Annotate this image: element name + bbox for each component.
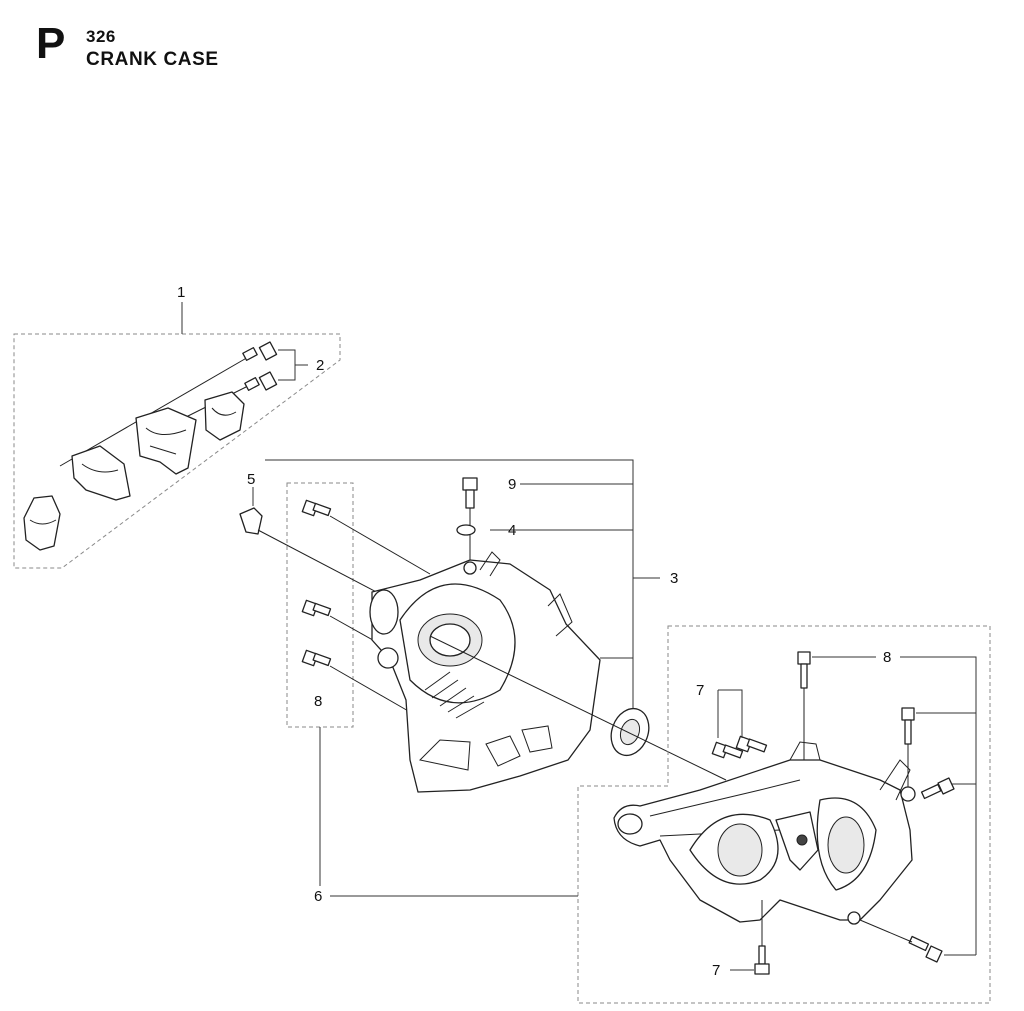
clamp-lower-half: [23, 495, 61, 551]
bolt-8-angled: [920, 777, 955, 800]
bolt-8-a: [301, 499, 431, 575]
oil-seal: [610, 707, 650, 757]
crankshaft-axis: [429, 635, 727, 781]
callout-labels: 1 2 3 4 5 6 7 7 8 8 9: [177, 284, 891, 979]
bolt-7-b: [735, 735, 768, 753]
bolt-7-bottom: [754, 900, 770, 975]
crankcase-half-group: [265, 459, 660, 710]
clamp-bracket: [135, 407, 197, 475]
callout-8-right: 8: [883, 649, 891, 666]
callout-8-left: 8: [314, 693, 322, 710]
page-number: 326: [86, 27, 116, 46]
page-title: CRANK CASE: [86, 49, 219, 70]
section-letter: P: [36, 19, 66, 68]
crankcase-right-group: [330, 625, 991, 1004]
callout-4: 4: [508, 522, 516, 539]
callout-7-bottom: 7: [712, 962, 720, 979]
callout-1: 1: [177, 284, 185, 301]
callout-5: 5: [247, 471, 255, 488]
bolt-8-right: [901, 707, 915, 790]
callout-2: 2: [316, 357, 324, 374]
crankcase-right-half: [613, 741, 916, 925]
spring-part-4: [456, 524, 476, 536]
callout-7-top: 7: [696, 682, 704, 699]
callout-3: 3: [670, 570, 678, 587]
bolt-8-c: [301, 649, 411, 713]
bolt-group-left: [286, 482, 431, 886]
bolt-part-2-upper: [59, 341, 278, 467]
clamp-assembly-group: [13, 302, 341, 569]
callout-9: 9: [508, 476, 516, 493]
group-1-outline: [13, 333, 341, 569]
crankcase-left-half: [369, 551, 601, 793]
callout-6: 6: [314, 888, 322, 905]
clamp-upper-half: [204, 391, 245, 441]
bolt-8-bottom: [859, 919, 943, 963]
clamp-base: [71, 445, 131, 501]
bolt-7-a: [711, 741, 744, 759]
screw-part-9: [462, 477, 478, 565]
group-6-outline: [577, 625, 991, 1004]
